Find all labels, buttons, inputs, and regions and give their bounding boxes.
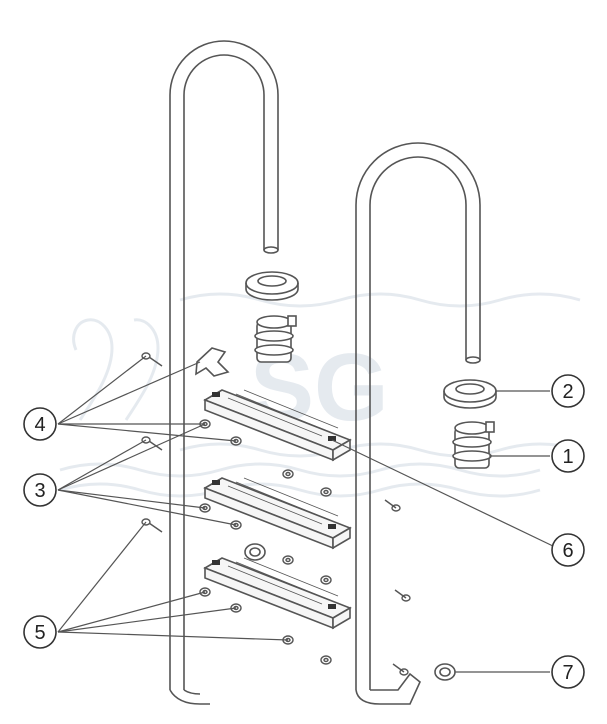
step-2 bbox=[203, 477, 352, 550]
middle-end-cap bbox=[244, 543, 266, 561]
screw bbox=[392, 663, 409, 676]
callout-4: 4 bbox=[23, 407, 57, 441]
right-anchor-sleeve bbox=[452, 421, 495, 469]
screw bbox=[384, 499, 401, 512]
washer bbox=[282, 469, 294, 479]
washer bbox=[282, 555, 294, 565]
callout-7-label: 7 bbox=[562, 662, 573, 684]
step-1 bbox=[203, 389, 352, 462]
upper-escutcheon-ring bbox=[245, 271, 299, 301]
step-3 bbox=[203, 557, 352, 630]
callout-6: 6 bbox=[551, 533, 585, 567]
upper-anchor-sleeve bbox=[254, 315, 297, 363]
left-handrail bbox=[169, 40, 279, 705]
screws bbox=[141, 352, 411, 676]
callout-5-label: 5 bbox=[34, 622, 45, 644]
screw bbox=[394, 589, 411, 602]
washer bbox=[320, 487, 332, 497]
end-cap-7 bbox=[434, 663, 456, 681]
callout-3: 3 bbox=[23, 473, 57, 507]
watermark: SG bbox=[59, 292, 581, 498]
callout-5: 5 bbox=[23, 615, 57, 649]
callout-1-label: 1 bbox=[562, 446, 573, 468]
callout-2: 2 bbox=[551, 374, 585, 408]
callout-4-label: 4 bbox=[34, 414, 45, 436]
callout-3-label: 3 bbox=[34, 480, 45, 502]
leader-lines bbox=[57, 355, 556, 673]
callout-1: 1 bbox=[551, 439, 585, 473]
callout-7: 7 bbox=[551, 655, 585, 689]
callout-2-label: 2 bbox=[562, 381, 573, 403]
screw bbox=[141, 518, 163, 533]
bracket-part bbox=[195, 347, 230, 377]
washer bbox=[320, 575, 332, 585]
washers bbox=[199, 419, 332, 665]
right-escutcheon-ring bbox=[443, 379, 497, 409]
right-handrail bbox=[355, 142, 481, 705]
washer bbox=[320, 655, 332, 665]
callout-6-label: 6 bbox=[562, 540, 573, 562]
